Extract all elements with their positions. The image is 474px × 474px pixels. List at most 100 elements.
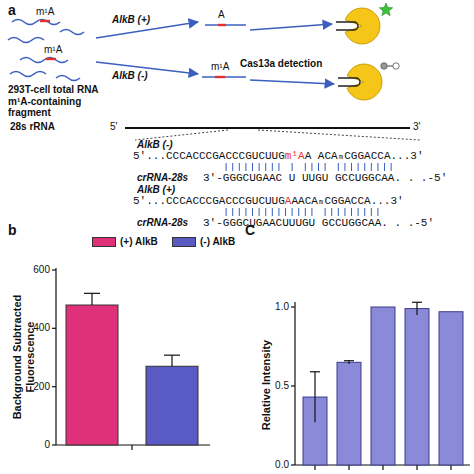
row-label: crRNA-28s: [137, 217, 188, 229]
y-axis: [55, 268, 56, 445]
rna-fragment: [60, 30, 84, 35]
base-pair-tick: [331, 208, 332, 216]
axis-tick: [291, 385, 295, 386]
base-pair-tick: [364, 208, 365, 216]
y-axis: [294, 302, 295, 465]
modification-label: m¹A: [211, 61, 229, 73]
base-pair-tick: [358, 208, 359, 216]
bar: [371, 307, 395, 465]
rna-fragment: [202, 76, 246, 78]
axis-tick: [450, 465, 451, 470]
base-pair-tick: [351, 163, 352, 171]
zoom-line: [258, 130, 420, 140]
error-bar: [412, 302, 422, 315]
cas13a-enzyme: [347, 64, 382, 100]
axis-tick: [416, 465, 417, 470]
modification-label: m¹A: [36, 6, 54, 18]
base-pair-tick: [351, 208, 352, 216]
rna-fragment: [205, 24, 246, 26]
tick-label: 0.0: [275, 459, 289, 471]
base-pair-tick: [311, 208, 312, 216]
bar: [146, 366, 198, 445]
base-pair-tick: [318, 163, 319, 171]
base-pair-tick: [272, 163, 273, 171]
base-pair-tick: [377, 208, 378, 216]
base-pair-tick: [226, 208, 227, 216]
crrna-hairpin: [336, 22, 358, 30]
error-line: [416, 302, 417, 315]
axis-title: Relative Intensity: [260, 315, 273, 455]
error-line: [314, 372, 315, 423]
demethylated-site: [218, 24, 226, 26]
error-cap: [412, 302, 422, 303]
axis-tick: [291, 306, 295, 307]
row-label: AlkB (-): [137, 139, 173, 151]
axis-title: Background Subtracted Fluorescence: [11, 287, 36, 427]
error-bar: [164, 355, 180, 366]
sequence: 5'...CCCACCCGACCCGUCUUG: [133, 195, 285, 207]
base-pair-tick: [311, 163, 312, 171]
axis-c: [291, 302, 470, 465]
computed-marks: [66, 163, 463, 470]
base-pair-tick: [344, 163, 345, 171]
sequence: A ACAₘCGGACCA...3': [305, 150, 424, 162]
base-pair-tick: [265, 163, 266, 171]
base-pair-tick: [325, 208, 326, 216]
axis-tick: [52, 386, 56, 387]
base-pair-tick: [252, 163, 253, 171]
base-pair-tick: [338, 163, 339, 171]
rna-fragment: [12, 20, 60, 25]
base-pair-tick: [305, 208, 306, 216]
m1a-site: [46, 58, 56, 60]
panel-letter: a: [8, 2, 16, 18]
base-pair-tick: [292, 208, 293, 216]
rna-fragment: [10, 72, 46, 77]
rna-fragments: [8, 20, 84, 81]
bar: [337, 362, 361, 465]
base-pair-tick: [226, 163, 227, 171]
base-label: A: [218, 9, 225, 21]
error-cap: [310, 371, 320, 372]
error-cap: [344, 360, 354, 361]
base-pair-tick: [252, 208, 253, 216]
fluorophore: [393, 63, 399, 69]
base-pair-tick: [232, 163, 233, 171]
base-pair-tick: [278, 163, 279, 171]
strand-end: 3': [413, 121, 420, 133]
quencher: [381, 63, 387, 69]
base-pair-tick: [371, 163, 372, 171]
base-pair-tick: [272, 208, 273, 216]
base-pair-tick: [245, 208, 246, 216]
tick-label: 1.0: [275, 301, 289, 313]
base-pair-tick: [278, 208, 279, 216]
error-line: [171, 355, 172, 366]
tick-label: 0: [44, 439, 50, 451]
error-bar: [310, 372, 320, 423]
axis-tick: [52, 269, 56, 270]
row-label: crRNA-28s: [137, 172, 188, 184]
sequence: AACAₘCGGACCA...3': [291, 195, 403, 207]
bar: [66, 305, 118, 445]
error-line: [91, 293, 92, 305]
panel-letter: C: [245, 222, 255, 238]
error-cap: [164, 355, 180, 356]
error-cap: [84, 293, 100, 294]
fluorescent-signal: [379, 3, 392, 16]
base-pair-tick: [364, 163, 365, 171]
base-pair-tick: [325, 163, 326, 171]
base-pair-tick: [344, 208, 345, 216]
tick-label: 200: [33, 381, 50, 393]
legend-text: (-) AlkB: [200, 236, 235, 247]
base-pair-tick: [384, 163, 385, 171]
axis-tick: [52, 328, 56, 329]
detection-arrow: [250, 24, 332, 30]
legend-text: (+) AlkB: [120, 236, 158, 247]
error-bar: [344, 361, 354, 364]
base-pair-tick: [371, 208, 372, 216]
base-pair-tick: [285, 208, 286, 216]
modification-label: m¹A: [44, 44, 62, 56]
rna-name: 28s rRNA: [10, 121, 55, 133]
m1a-site: [215, 76, 225, 78]
